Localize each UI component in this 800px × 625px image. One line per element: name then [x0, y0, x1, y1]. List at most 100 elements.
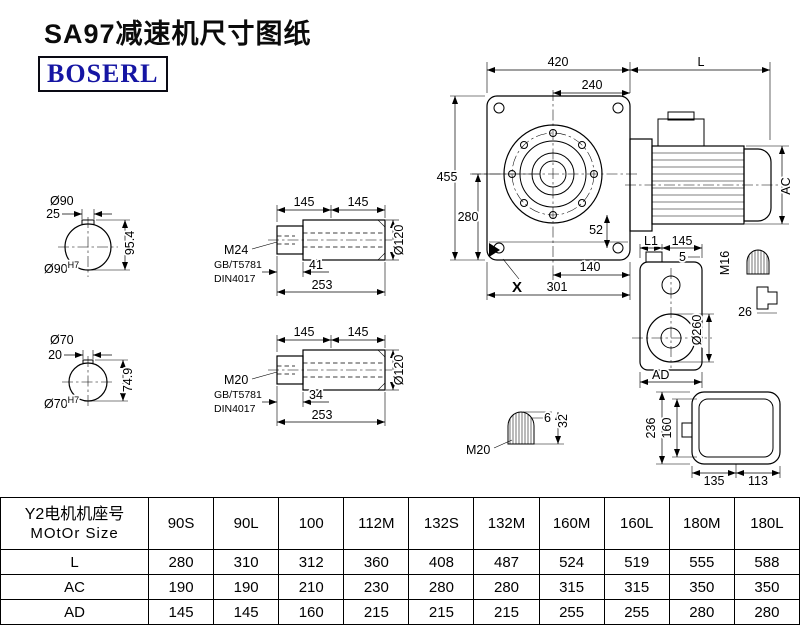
dim-236-label: 236 [644, 418, 658, 439]
shaft1-len1-label: 145 [294, 195, 315, 209]
plug-hatch [509, 412, 532, 444]
shaft-detail-top-geometry: 145 145 Ø120 M24 GB/T5781 41 DIN4017 253 [213, 193, 408, 296]
dia-70-label: Ø70 [50, 333, 74, 347]
bore-70-value: Ø70 [44, 397, 68, 411]
col-header: 112M [343, 497, 410, 550]
dim-5-label: 5 [679, 250, 686, 264]
dim-113-label: 113 [748, 474, 768, 488]
shaft1-dia-label: Ø120 [392, 225, 406, 256]
motor-fan-cover [743, 148, 772, 222]
cell: 210 [278, 574, 345, 600]
col-header: 160L [603, 497, 670, 550]
cell: 315 [603, 574, 670, 600]
bore-90-value: Ø90 [44, 262, 68, 276]
row-label: AD [0, 599, 149, 625]
shaft2-thread-label: M20 [224, 373, 248, 387]
col-header: 90S [147, 497, 215, 550]
cell: 255 [538, 599, 605, 625]
col-header: 132M [473, 497, 540, 550]
key-height-749-label: 74.9 [121, 368, 135, 392]
cell: 315 [538, 574, 605, 600]
cell: 280 [473, 574, 540, 600]
shaft2-std2-label: DIN4017 [214, 403, 256, 415]
dim-ac-label: AC [779, 177, 793, 194]
cell: 215 [343, 599, 410, 625]
cell: 145 [147, 599, 215, 625]
motor-frame-label-en: MOtOr Size [30, 525, 119, 543]
col-header: 160M [538, 497, 605, 550]
col-header: 180M [668, 497, 735, 550]
table-row-AC: AC 190 190 210 230 280 280 315 315 350 3… [0, 574, 800, 600]
cell: 190 [213, 574, 280, 600]
cell: 524 [538, 549, 605, 575]
row-label: AC [0, 574, 149, 600]
dim-140-label: 140 [580, 260, 601, 274]
cell: 160 [278, 599, 345, 625]
brand-logo-box: BOSERL [38, 56, 168, 92]
cell: 588 [733, 549, 800, 575]
dim-ad-label: AD [652, 368, 669, 382]
dim-455-label: 455 [437, 170, 458, 184]
dim-52-label: 52 [589, 223, 603, 237]
shaft2-dia-label: Ø120 [392, 355, 406, 386]
rear-view-geometry: 236 160 135 113 [642, 391, 781, 490]
dia-260-label: Ø260 [690, 315, 704, 346]
technical-drawing: 420 L 240 455 280 AC 52 140 301 X Ø90 25 [42, 53, 795, 490]
dim-280-label: 280 [458, 210, 479, 224]
shaft2-std1-label: GB/T5781 [214, 389, 262, 401]
shaft2-total-len-label: 253 [312, 408, 333, 422]
cell: 310 [213, 549, 280, 575]
motor-size-table: Y2电机机座号 MOtOr Size 90S 90L 100 112M 132S… [0, 497, 800, 625]
shaft1-len2-label: 145 [348, 195, 369, 209]
bore-90-tolerance: H7 [68, 260, 80, 270]
cell: 360 [343, 549, 410, 575]
main-view-dimensions: 420 L 240 455 280 AC 52 140 301 X [435, 53, 795, 300]
dim-145-label: 145 [672, 234, 693, 248]
shaft1-thread-len-label: 41 [309, 258, 323, 272]
cell: 519 [603, 549, 670, 575]
row-label: L [0, 549, 149, 575]
dim-26-label: 26 [738, 305, 752, 319]
dim-240-label: 240 [582, 78, 603, 92]
shaft2-thread-len-label: 34 [309, 388, 323, 402]
shaft2-len1-label: 145 [294, 325, 315, 339]
table-row-AD: AD 145 145 160 215 215 215 255 255 280 2… [0, 599, 800, 625]
col-header: 180L [733, 497, 800, 550]
bore-70h7-label: Ø70H7 [44, 395, 79, 411]
cell: 408 [408, 549, 475, 575]
shaft1-std1-label: GB/T5781 [214, 259, 262, 271]
cell: 487 [473, 549, 540, 575]
table-row-L: L 280 310 312 360 408 487 524 519 555 58… [0, 549, 800, 575]
shaft-cap-detail [756, 286, 778, 310]
brand-logo-text: BOSERL [47, 59, 159, 88]
motor-fins [652, 152, 744, 217]
dim-l1-label: L1 [644, 234, 658, 248]
shaft1-thread-label: M24 [224, 243, 248, 257]
shaft1-total-len-label: 253 [312, 278, 333, 292]
dim-420-label: 420 [548, 55, 569, 69]
table-corner-cell: Y2电机机座号 MOtOr Size [0, 497, 149, 550]
cell: 255 [603, 599, 670, 625]
oil-drain-marker [489, 243, 500, 257]
page-title: SA97减速机尺寸图纸 [44, 19, 312, 49]
thread-m16-label: M16 [718, 251, 732, 275]
shaft2-len2-label: 145 [348, 325, 369, 339]
cell: 312 [278, 549, 345, 575]
key-height-954-label: 95.4 [123, 231, 137, 255]
thread-m20-label: M20 [466, 443, 490, 457]
col-header: 100 [278, 497, 345, 550]
bore-70-tolerance: H7 [68, 395, 80, 405]
shaft1-std2-label: DIN4017 [214, 273, 256, 285]
dim-32-label: 32 [556, 414, 570, 428]
cell: 145 [213, 599, 280, 625]
table-header-row: Y2电机机座号 MOtOr Size 90S 90L 100 112M 132S… [0, 497, 800, 550]
shaft-detail-bottom-geometry: 145 145 Ø120 M20 GB/T5781 34 DIN4017 253 [213, 323, 408, 426]
cell: 280 [733, 599, 800, 625]
dia-90-label: Ø90 [50, 194, 74, 208]
dim-135-label: 135 [704, 474, 725, 488]
motor-terminal-box [657, 118, 705, 147]
key-width-20-label: 20 [48, 348, 62, 362]
hollow-shaft-70-view: Ø70 20 74.9 Ø70H7 [42, 331, 137, 413]
motor-frame-label-cn: Y2电机机座号 [24, 505, 125, 523]
